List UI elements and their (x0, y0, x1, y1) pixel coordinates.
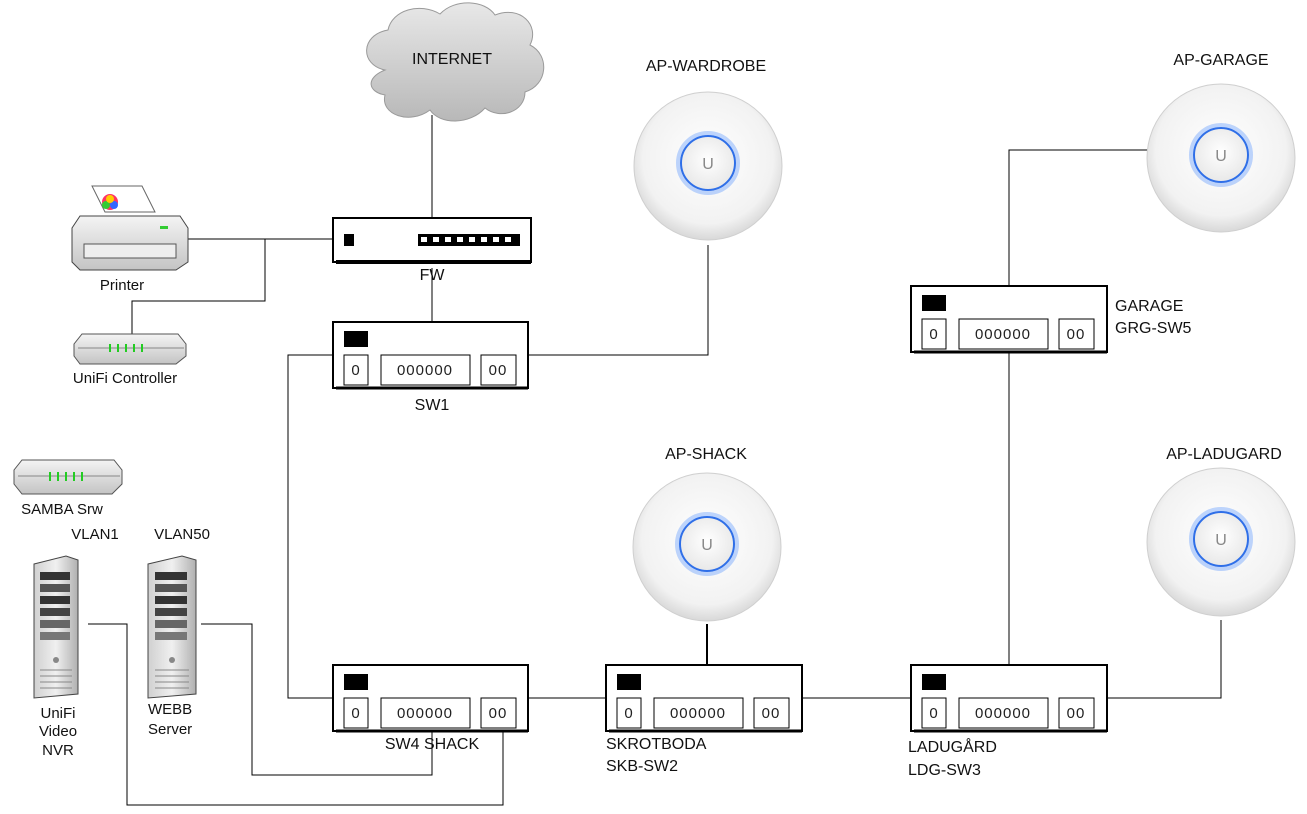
ap-shack-label: AP-SHACK (665, 446, 747, 463)
sw3-port-dual: 00 (1067, 705, 1086, 722)
switch-sw5: 0 000000 00 (910, 285, 1108, 354)
ap-wardrobe-logo-icon: U (702, 156, 714, 173)
ap-shack: U (632, 472, 782, 622)
printer-label: Printer (100, 277, 144, 294)
wire-webb-sw4 (201, 623, 433, 776)
sw1-port-dual: 00 (489, 362, 508, 379)
nvr-label-line2: Video (39, 723, 77, 740)
switch-sw4: 0 000000 00 (332, 664, 529, 733)
webb-server: WEBB Server (147, 555, 197, 738)
samba-server: SAMBA Srw (13, 459, 123, 518)
webb-label-line2: Server (148, 721, 192, 738)
internet-cloud: INTERNET (366, 2, 545, 122)
samba-label: SAMBA Srw (21, 501, 103, 518)
switch-sw2: 0 000000 00 (605, 664, 803, 733)
internet-label: INTERNET (412, 51, 492, 68)
sw3-label-line2: LDG-SW3 (908, 762, 981, 779)
wires (88, 115, 1222, 806)
sw4-port-dual: 00 (489, 705, 508, 722)
sw2-port-dual: 00 (762, 705, 781, 722)
sw2-port-multi: 000000 (670, 705, 726, 722)
sw2-port-single: 0 (624, 705, 633, 722)
wire-controller-fw (131, 239, 266, 334)
sw4-port-multi: 000000 (397, 705, 453, 722)
printer: Printer (71, 185, 189, 294)
nvr-server: UniFi Video NVR (33, 555, 79, 759)
ap-ladugard: U (1146, 467, 1296, 617)
ap-garage-label: AP-GARAGE (1173, 52, 1268, 69)
sw1-port-multi: 000000 (397, 362, 453, 379)
sw3-label-line1: LADUGÅRD (908, 737, 997, 756)
sw2-label-line2: SKB-SW2 (606, 758, 678, 775)
webb-label-line1: WEBB (148, 701, 192, 718)
wire-sw1-ap-wardrobe (528, 245, 709, 356)
wire-sw3-ap-ladugard (1107, 620, 1222, 699)
ap-wardrobe: U (633, 91, 783, 241)
switch-sw3: 0 000000 00 (910, 664, 1108, 733)
wire-sw5-ap-garage (1008, 149, 1148, 286)
sw5-port-dual: 00 (1067, 326, 1086, 343)
sw5-label-line2: GRG-SW5 (1115, 320, 1192, 337)
sw1-port-single: 0 (351, 362, 360, 379)
sw5-port-multi: 000000 (975, 326, 1031, 343)
sw4-port-single: 0 (351, 705, 360, 722)
switch-sw1: 0 000000 00 (332, 321, 529, 390)
ap-garage-logo-icon: U (1215, 148, 1227, 165)
ap-wardrobe-label: AP-WARDROBE (646, 58, 766, 75)
wire-sw1-sw4 (287, 354, 333, 699)
ap-ladugard-label: AP-LADUGARD (1166, 446, 1282, 463)
firewall: FW (332, 217, 532, 284)
vlan1-label: VLAN1 (71, 526, 119, 543)
sw5-label-line1: GARAGE (1115, 298, 1183, 315)
sw2-label-line1: SKROTBODA (606, 736, 707, 753)
sw4-label: SW4 SHACK (385, 736, 480, 753)
sw3-port-single: 0 (929, 705, 938, 722)
sw3-port-multi: 000000 (975, 705, 1031, 722)
sw5-port-single: 0 (929, 326, 938, 343)
ap-ladugard-logo-icon: U (1215, 532, 1227, 549)
unifi-controller-label: UniFi Controller (73, 370, 177, 387)
wire-nvr-sw4 (88, 623, 504, 806)
vlan50-label: VLAN50 (154, 526, 210, 543)
nvr-label-line1: UniFi (40, 705, 75, 722)
firewall-ports (418, 234, 520, 246)
firewall-label: FW (420, 267, 446, 284)
sw1-label: SW1 (415, 397, 450, 414)
ap-shack-logo-icon: U (701, 537, 713, 554)
ap-garage: U (1146, 83, 1296, 233)
unifi-controller: UniFi Controller (73, 333, 187, 387)
nvr-label-line3: NVR (42, 742, 74, 759)
